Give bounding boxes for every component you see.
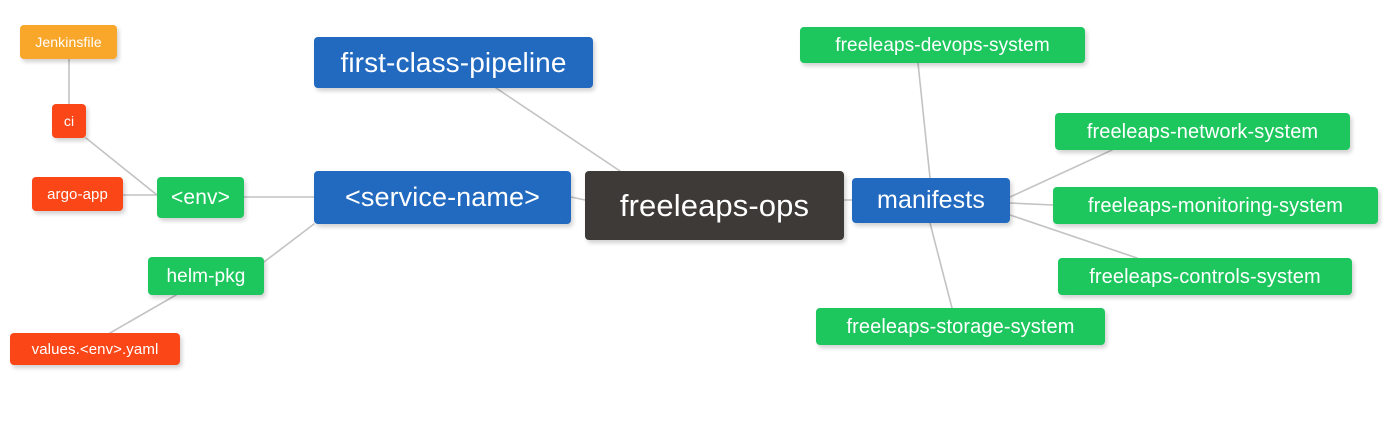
node-argo-app[interactable]: argo-app (32, 177, 123, 211)
node-label-freeleaps-network-system: freeleaps-network-system (1086, 120, 1319, 143)
edge-manifests-to-freeleaps-storage-system (929, 222, 953, 309)
node-values-yaml[interactable]: values.<env>.yaml (10, 333, 180, 365)
node-freeleaps-monitoring-system[interactable]: freeleaps-monitoring-system (1053, 187, 1378, 224)
node-manifests[interactable]: manifests (852, 178, 1010, 223)
node-freeleaps-devops-system[interactable]: freeleaps-devops-system (800, 27, 1085, 63)
edge-helm-pkg-to-values-yaml (109, 294, 177, 334)
node-first-class-pipeline[interactable]: first-class-pipeline (314, 37, 593, 88)
edge-first-class-pipeline-to-freeleaps-ops (495, 87, 621, 172)
node-label-jenkinsfile: Jenkinsfile (35, 34, 102, 50)
node-label-values-yaml: values.<env>.yaml (31, 340, 159, 358)
edge-manifests-to-freeleaps-monitoring-system (1009, 202, 1054, 206)
node-label-freeleaps-monitoring-system: freeleaps-monitoring-system (1087, 194, 1343, 217)
edge-service-name-to-freeleaps-ops (570, 196, 586, 201)
node-label-freeleaps-ops: freeleaps-ops (619, 188, 810, 223)
node-label-manifests: manifests (877, 186, 985, 214)
node-freeleaps-network-system[interactable]: freeleaps-network-system (1055, 113, 1350, 150)
node-label-env: <env> (171, 186, 230, 209)
node-freeleaps-controls-system[interactable]: freeleaps-controls-system (1058, 258, 1352, 295)
node-freeleaps-ops[interactable]: freeleaps-ops (585, 171, 844, 240)
node-env[interactable]: <env> (157, 177, 244, 218)
node-label-service-name: <service-name> (345, 182, 540, 212)
node-service-name[interactable]: <service-name> (314, 171, 571, 224)
node-freeleaps-storage-system[interactable]: freeleaps-storage-system (816, 308, 1105, 345)
node-label-freeleaps-storage-system: freeleaps-storage-system (846, 315, 1075, 338)
edge-service-name-to-helm-pkg (263, 223, 315, 263)
node-jenkinsfile[interactable]: Jenkinsfile (20, 25, 117, 59)
node-label-freeleaps-controls-system: freeleaps-controls-system (1089, 265, 1321, 288)
node-label-helm-pkg: helm-pkg (166, 265, 246, 287)
edge-manifests-to-freeleaps-devops-system (917, 62, 931, 179)
node-helm-pkg[interactable]: helm-pkg (148, 257, 264, 295)
node-label-ci: ci (63, 113, 75, 129)
node-label-freeleaps-devops-system: freeleaps-devops-system (835, 34, 1050, 56)
node-ci[interactable]: ci (52, 104, 86, 138)
node-label-argo-app: argo-app (47, 185, 108, 203)
node-label-first-class-pipeline: first-class-pipeline (340, 46, 567, 78)
